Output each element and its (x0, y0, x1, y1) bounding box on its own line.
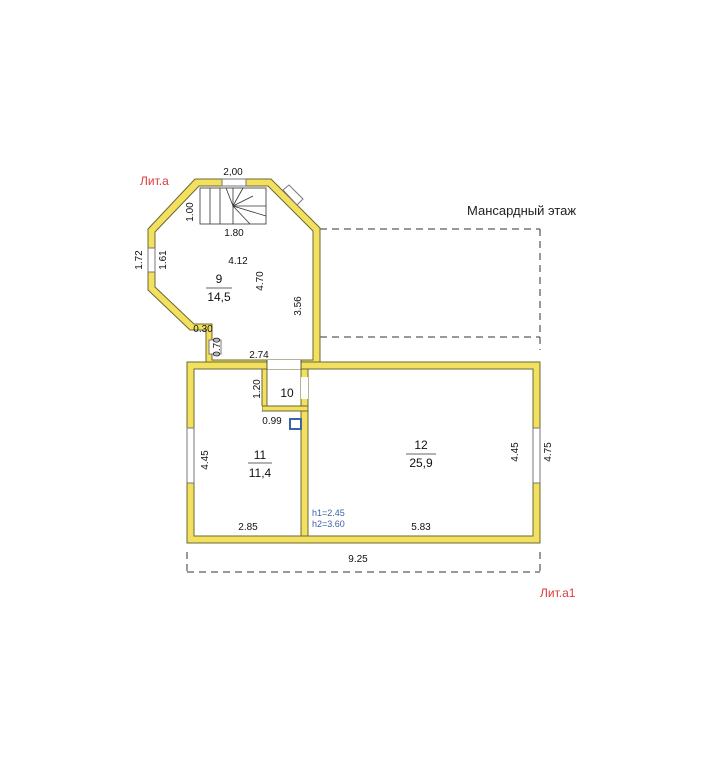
dim-0-99: 0.99 (262, 416, 282, 427)
room-11-area: 11,4 (249, 466, 272, 480)
dim-9-25: 9.25 (348, 554, 368, 565)
room-9-area: 14,5 (207, 290, 231, 304)
dim-0-70: 0.70 (212, 337, 223, 357)
lower-block-walls (186, 361, 541, 544)
dim-1-80: 1.80 (224, 228, 244, 239)
room-9-number: 9 (216, 272, 223, 286)
dim-4-45-right: 4.45 (510, 442, 521, 462)
dim-1-72: 1.72 (134, 250, 145, 270)
room-12-area: 25,9 (409, 456, 433, 470)
dim-0-30: 0.30 (193, 324, 213, 335)
dim-4-45-left: 4.45 (200, 450, 211, 470)
doors (247, 360, 308, 411)
dim-1-00: 1.00 (185, 202, 196, 222)
windows (147, 178, 541, 484)
dim-2-74: 2.74 (249, 350, 269, 361)
lit-a-label: Лит.а (140, 174, 169, 188)
height-h2: h2=3.60 (312, 519, 345, 529)
dim-3-56: 3.56 (293, 296, 304, 316)
dim-2-85: 2.85 (238, 522, 258, 533)
dim-2-00: 2,00 (223, 167, 243, 178)
height-h1: h1=2.45 (312, 508, 345, 518)
dim-1-20: 1.20 (252, 379, 263, 399)
dim-4-75: 4.75 (543, 442, 554, 462)
floor-title: Мансардный этаж (467, 203, 576, 218)
dim-5-83: 5.83 (411, 522, 431, 533)
dashed-roof-outline (186, 228, 541, 573)
lit-a1-label: Лит.а1 (540, 586, 576, 600)
chimney-marker (289, 418, 302, 430)
room-12-number: 12 (414, 438, 428, 452)
dim-4-12: 4.12 (228, 256, 248, 267)
dim-4-70: 4.70 (255, 271, 266, 291)
room-10-number: 10 (280, 386, 294, 400)
room-11-number: 11 (254, 448, 267, 462)
dim-1-61: 1.61 (158, 250, 169, 270)
staircase (199, 187, 267, 225)
